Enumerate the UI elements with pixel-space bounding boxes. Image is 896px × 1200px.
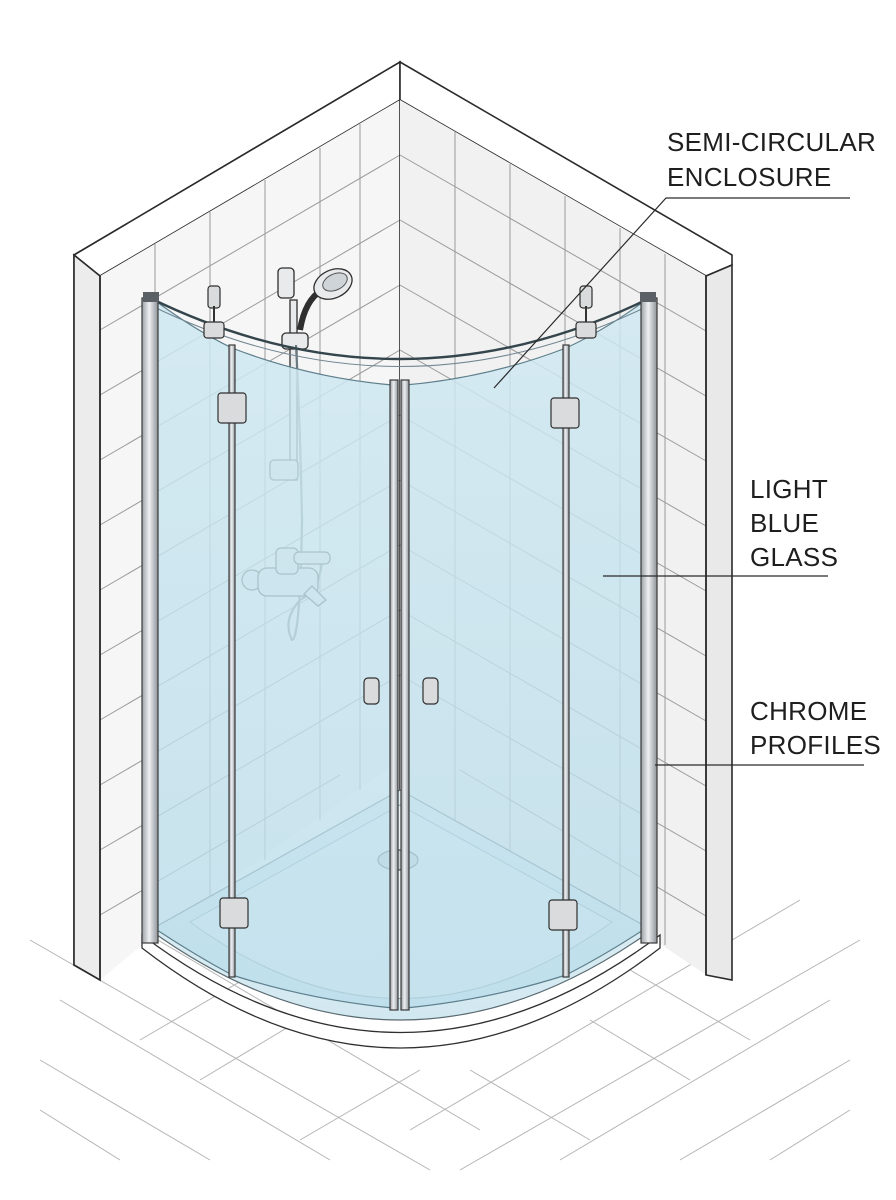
left-wall-profile xyxy=(141,297,159,944)
right-wall-profile xyxy=(640,297,658,944)
wall-clip-icon xyxy=(575,285,597,339)
center-right-profile xyxy=(400,379,410,1011)
chrome-profiles xyxy=(141,292,658,1011)
hinge-icon xyxy=(550,397,580,429)
profiles-label-line2: PROFILES xyxy=(750,730,881,760)
profiles-label-line1: CHROME xyxy=(750,696,867,726)
glass-label-line2: BLUE xyxy=(750,508,819,538)
hinge-icon xyxy=(217,392,247,424)
hinge-icon xyxy=(548,899,578,931)
callout-enclosure: SEMI-CIRCULAR ENCLOSURE xyxy=(493,127,876,389)
door-handle-icon xyxy=(363,677,380,705)
glass-label-line1: LIGHT xyxy=(750,474,828,504)
hardware xyxy=(203,285,597,931)
hinge-icon xyxy=(219,897,249,929)
enclosure-label-line2: ENCLOSURE xyxy=(667,162,832,192)
callout-profiles: CHROME PROFILES xyxy=(655,696,881,766)
door-handle-icon xyxy=(422,677,439,705)
enclosure-label-line1: SEMI-CIRCULAR xyxy=(667,127,876,157)
glass-panels xyxy=(149,296,651,1009)
rail-bracket-top xyxy=(277,267,295,299)
callout-glass: LIGHT BLUE GLASS xyxy=(603,474,838,577)
wall-clip-icon xyxy=(203,285,225,339)
shower-head-icon xyxy=(297,268,353,331)
glass-label-line3: GLASS xyxy=(750,542,838,572)
center-left-profile xyxy=(389,379,399,1011)
